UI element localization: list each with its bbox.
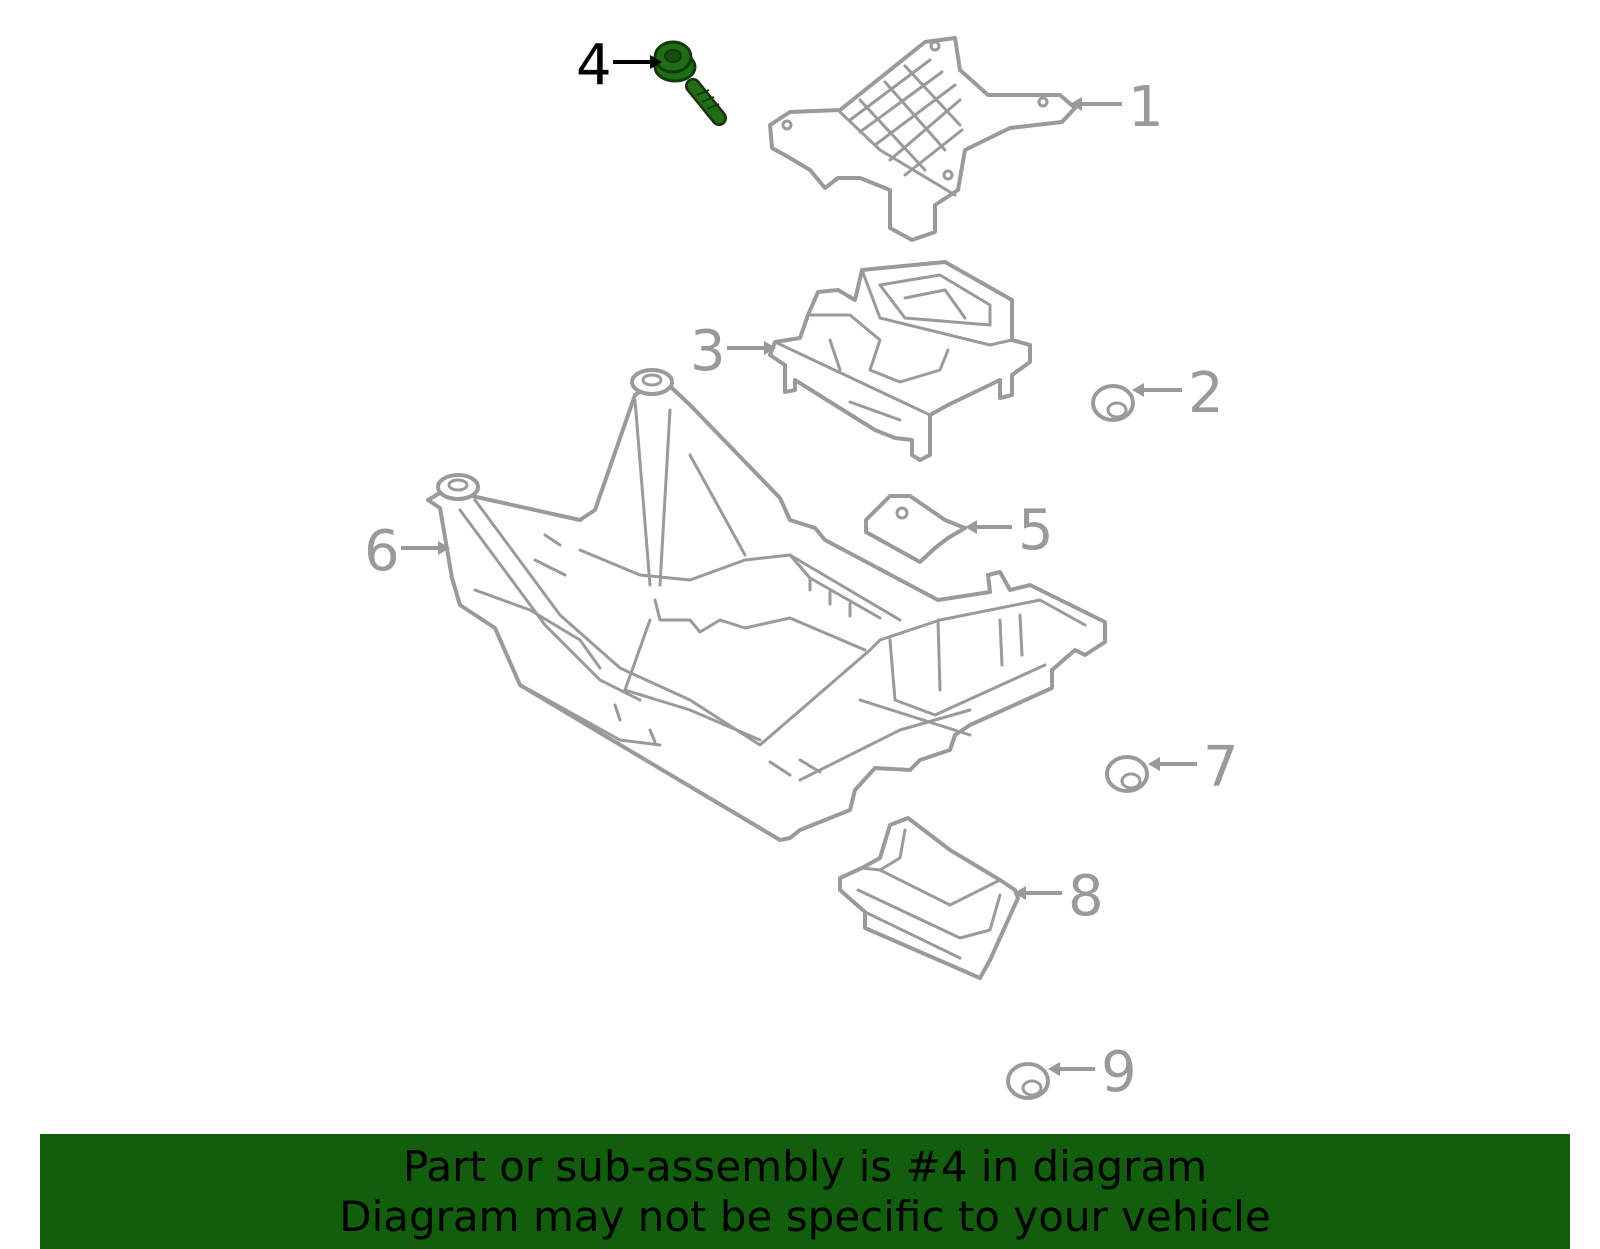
part-1-upper-bracket bbox=[768, 36, 1077, 242]
callout-7-label: 7 bbox=[1203, 735, 1239, 800]
banner-line-part: Part or sub-assembly is #4 in diagram bbox=[402, 1141, 1208, 1191]
part-6-subframe bbox=[426, 368, 1107, 842]
info-banner: Part or sub-assembly is #4 in diagram Di… bbox=[40, 1134, 1570, 1249]
part-4-bolt-icon bbox=[653, 40, 727, 126]
callout-4-label: 4 bbox=[576, 33, 612, 98]
part-3-mount bbox=[768, 260, 1032, 462]
part-8-bracket bbox=[838, 816, 1020, 980]
part-7-bolt-icon bbox=[1088, 702, 1149, 793]
callout-6: 6 bbox=[364, 519, 450, 584]
callout-9-label: 9 bbox=[1101, 1040, 1137, 1105]
part-5-plate bbox=[864, 494, 967, 564]
callout-4: 4 bbox=[576, 33, 662, 98]
callout-2-label: 2 bbox=[1188, 361, 1224, 426]
callout-1-label: 1 bbox=[1128, 75, 1164, 140]
callout-8-label: 8 bbox=[1068, 864, 1104, 929]
banner-line-disclaimer: Diagram may not be specific to your vehi… bbox=[339, 1191, 1271, 1241]
callout-3: 3 bbox=[690, 319, 776, 384]
callout-5-label: 5 bbox=[1018, 498, 1054, 563]
callout-2: 2 bbox=[1132, 361, 1224, 426]
callout-8: 8 bbox=[1014, 864, 1104, 929]
callout-1: 1 bbox=[1070, 75, 1164, 140]
parts-diagram: 1 2 3 4 5 6 7 8 9 bbox=[364, 33, 1239, 1105]
callout-9: 9 bbox=[1048, 1040, 1137, 1105]
callout-6-label: 6 bbox=[364, 519, 400, 584]
callout-5: 5 bbox=[965, 498, 1054, 563]
part-9-bolt-icon bbox=[989, 1009, 1050, 1100]
callout-3-label: 3 bbox=[690, 319, 726, 384]
part-2-bolt-icon bbox=[1074, 332, 1135, 422]
callout-7: 7 bbox=[1148, 735, 1239, 800]
